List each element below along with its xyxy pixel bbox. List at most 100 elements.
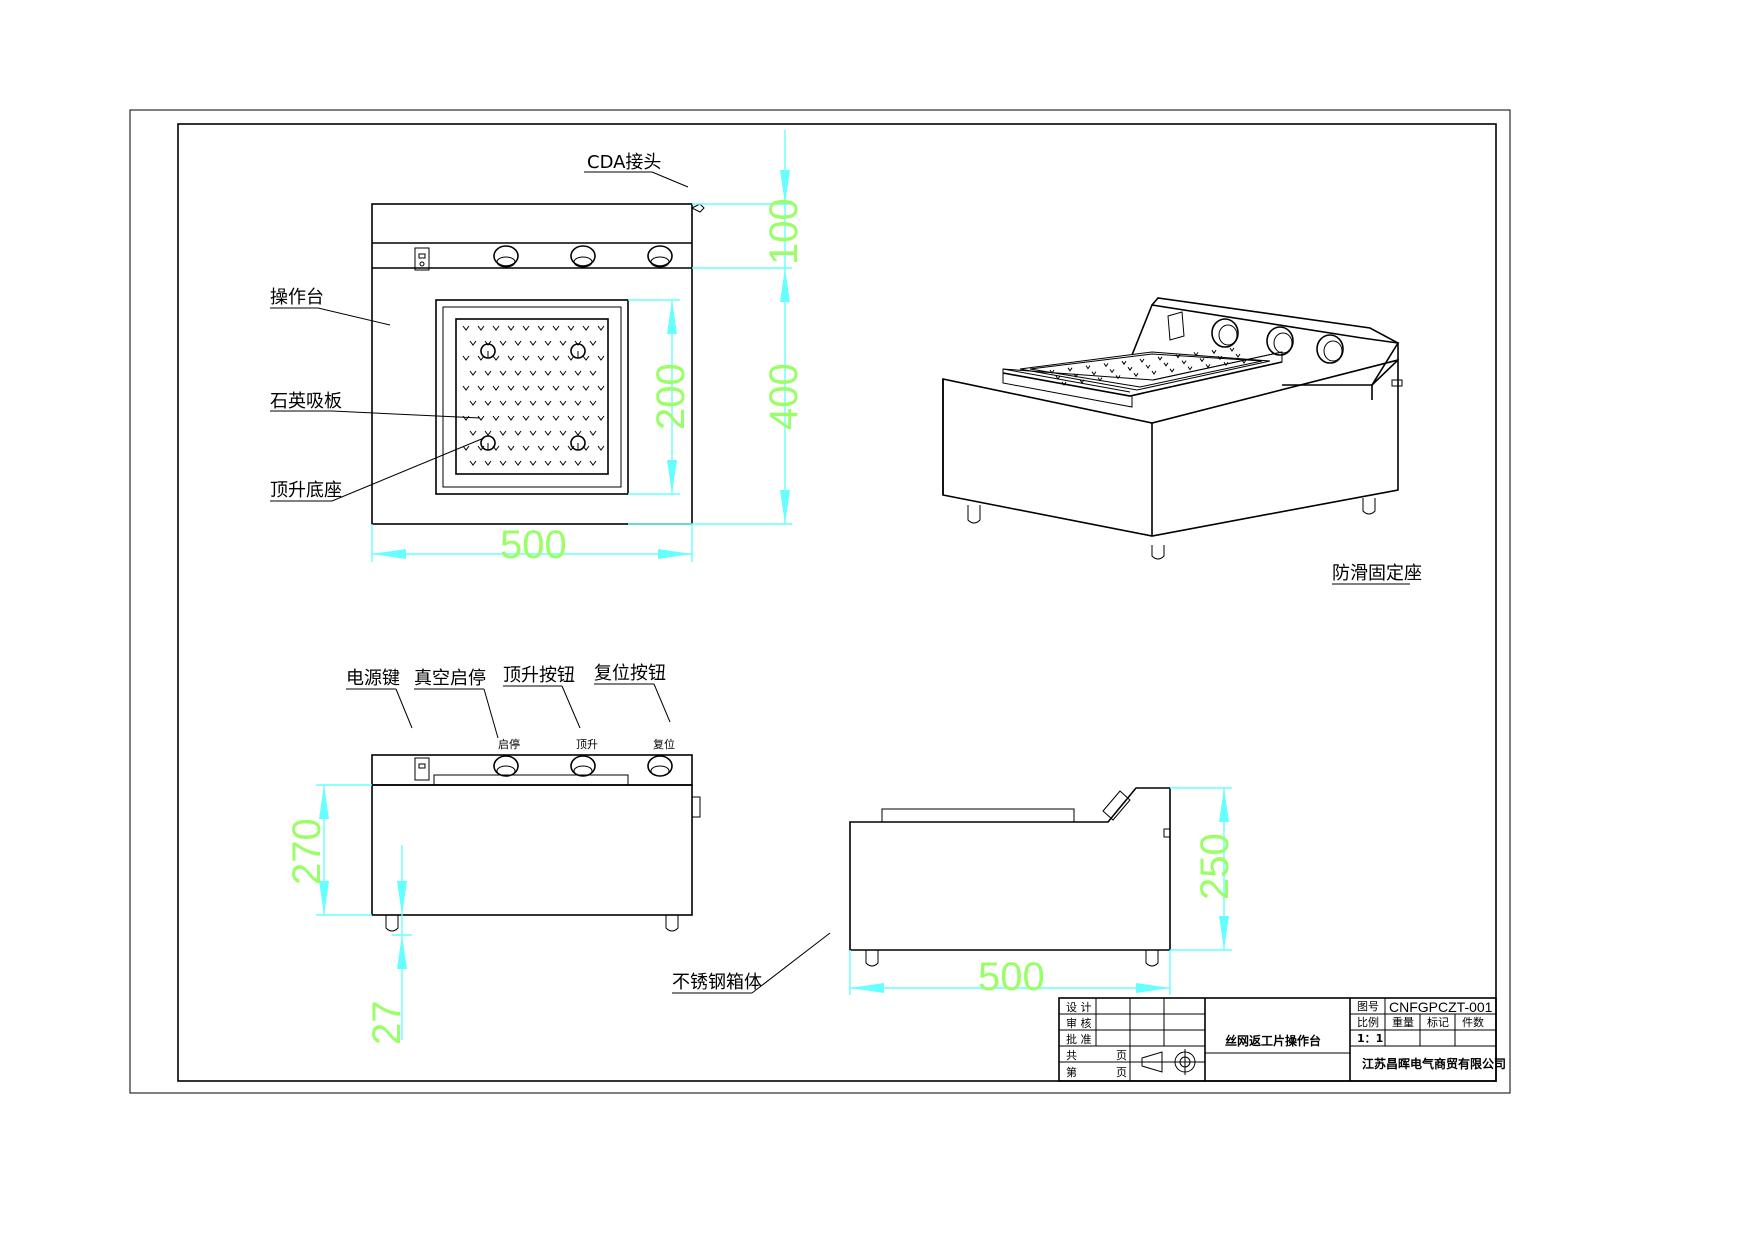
vacuum-hole: [574, 340, 582, 346]
dim-top-width: 500: [371, 523, 693, 567]
knob-icon: [647, 755, 673, 777]
vacuum-hole: [589, 370, 597, 376]
vacuum-hole: [499, 370, 507, 376]
vacuum-hole: [469, 430, 477, 436]
vacuum-hole: [559, 430, 567, 436]
vacuum-hole: [499, 340, 507, 346]
foot-icon: [1362, 498, 1376, 515]
vacuum-hole: [1145, 364, 1151, 369]
cda-fitting-icon: [1391, 379, 1403, 387]
vacuum-hole: [1133, 372, 1139, 378]
label-cda: CDA接头: [587, 152, 661, 173]
vacuum-hole: [552, 325, 560, 331]
vacuum-hole: [484, 430, 492, 436]
isometric-view: [942, 297, 1403, 560]
vacuum-hole: [537, 445, 545, 451]
vacuum-hole: [507, 445, 515, 451]
tb-mark-label: 标记: [1427, 1015, 1449, 1029]
foot-icon: [385, 915, 399, 932]
vacuum-hole: [1067, 367, 1073, 372]
vacuum-hole: [582, 325, 590, 331]
tb-total: 共: [1066, 1049, 1077, 1062]
dim-top-100: 100 400: [628, 130, 806, 525]
side-view: [849, 787, 1171, 967]
title-block: 设 计 审 核 批 准 共 页 第 页 丝网返工片操作台 图号 CNFGPCZT…: [1058, 997, 1506, 1082]
svg-text:200: 200: [649, 363, 693, 430]
tb-nth: 第: [1066, 1065, 1077, 1079]
vacuum-hole: [597, 325, 605, 331]
label-vacuum: 真空启停: [414, 668, 486, 689]
vacuum-hole: [469, 460, 477, 466]
tb-page-word-1: 页: [1116, 1049, 1127, 1062]
vacuum-hole: [1103, 363, 1109, 368]
vacuum-hole: [574, 430, 582, 436]
vacuum-hole: [522, 325, 530, 331]
label-quartz-plate: 石英吸板: [270, 391, 342, 412]
dim-side-250: 250: [1170, 787, 1237, 951]
vacuum-hole: [522, 445, 530, 451]
label-lift-button: 顶升按钮: [503, 665, 575, 686]
vacuum-hole: [1139, 358, 1145, 363]
dim-front-27: 27: [365, 845, 412, 1045]
vacuum-hole: [589, 340, 597, 346]
vacuum-hole: [507, 415, 515, 421]
knob-icon: [493, 755, 519, 777]
vacuum-hole: [537, 355, 545, 361]
foot-icon: [665, 915, 679, 932]
vacuum-hole-grid: [1049, 347, 1247, 386]
vacuum-hole: [477, 355, 485, 361]
knob-icon: [570, 245, 596, 268]
dim-plate-200: 200: [628, 299, 693, 495]
tb-company: 江苏昌晖电气商贸有限公司: [1362, 1056, 1506, 1071]
knob-icon: [1316, 334, 1344, 364]
vacuum-hole: [1085, 365, 1091, 370]
vacuum-hole: [544, 430, 552, 436]
vacuum-hole: [484, 400, 492, 406]
vacuum-hole: [1205, 364, 1211, 369]
tb-scale-value: 1：1: [1357, 1032, 1383, 1045]
vacuum-hole: [492, 325, 500, 331]
tb-review: 审 核: [1066, 1016, 1092, 1030]
vacuum-hole: [507, 385, 515, 391]
vacuum-hole: [529, 430, 537, 436]
vacuum-hole: [1229, 347, 1235, 352]
vacuum-hole: [559, 370, 567, 376]
label-workbench: 操作台: [270, 287, 324, 308]
vacuum-hole: [529, 340, 537, 346]
front-view: 启停 顶升 复位: [371, 737, 701, 932]
vacuum-hole: [514, 370, 522, 376]
vacuum-hole: [1199, 358, 1205, 363]
vacuum-hole: [1187, 366, 1193, 371]
vacuum-hole: [574, 460, 582, 466]
vacuum-hole: [499, 430, 507, 436]
vacuum-hole: [544, 370, 552, 376]
vacuum-hole: [1127, 366, 1133, 372]
power-switch-icon: [414, 247, 430, 271]
vacuum-hole: [1211, 349, 1217, 355]
vacuum-hole: [462, 355, 470, 361]
vacuum-hole: [514, 460, 522, 466]
vacuum-hole: [1061, 381, 1067, 386]
label-lift-base: 顶升底座: [270, 480, 342, 501]
vacuum-hole: [589, 400, 597, 406]
tb-design: 设 计: [1066, 1001, 1092, 1014]
vacuum-hole: [544, 460, 552, 466]
vacuum-hole: [1079, 379, 1085, 384]
vacuum-hole: [1049, 369, 1055, 374]
cda-fitting-icon: [690, 203, 705, 213]
vacuum-hole: [529, 400, 537, 406]
vacuum-hole: [1073, 373, 1079, 378]
vacuum-hole: [1055, 375, 1061, 380]
vacuum-hole: [1241, 359, 1247, 364]
vacuum-hole: [492, 355, 500, 361]
vacuum-hole: [1157, 356, 1163, 361]
vacuum-hole: [522, 355, 530, 361]
vacuum-hole: [484, 370, 492, 376]
vacuum-hole: [1151, 370, 1157, 375]
vacuum-hole: [552, 445, 560, 451]
vacuum-hole-grid: [462, 325, 605, 466]
vacuum-hole: [529, 460, 537, 466]
power-switch-icon: [414, 757, 430, 781]
vacuum-hole: [597, 355, 605, 361]
